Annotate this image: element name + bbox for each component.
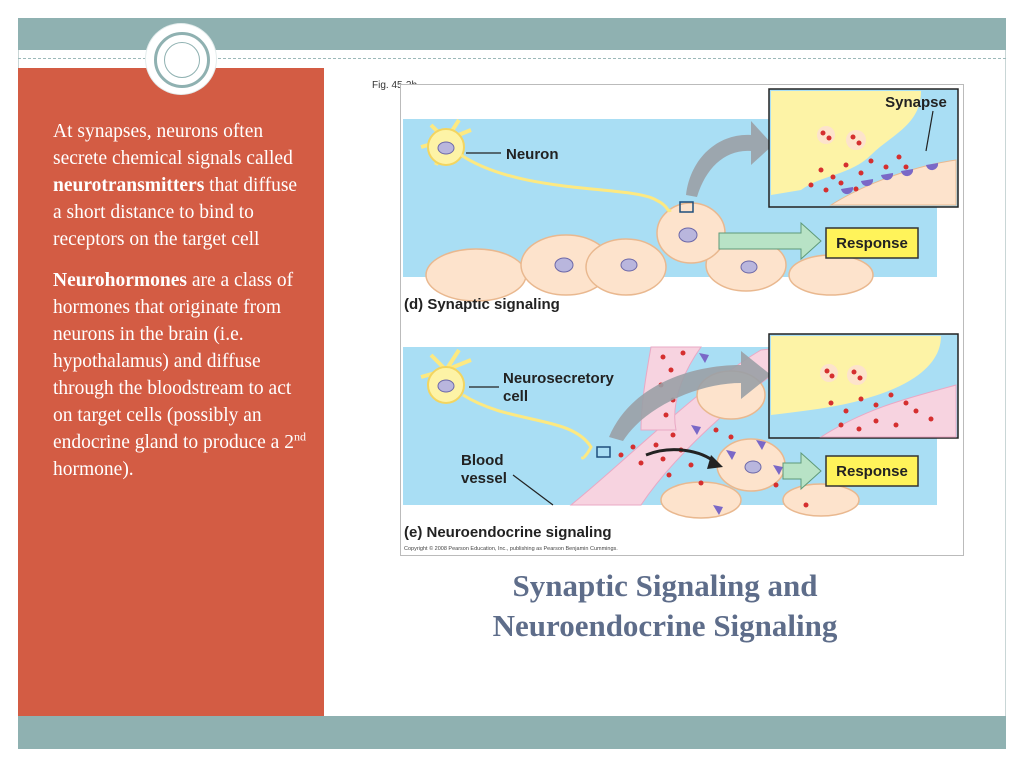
neurohormones-term: Neurohormones xyxy=(53,270,187,291)
title-line-1: Synaptic Signaling and xyxy=(512,568,818,603)
panel-e-receptors xyxy=(691,353,783,515)
p1-text: At synapses, neurons often secrete chemi… xyxy=(53,121,293,169)
neuron-label: Neuron xyxy=(506,146,559,163)
left-text-panel xyxy=(18,68,324,716)
signaling-diagram: Neuron Response Synapse xyxy=(403,88,959,552)
p1-text-end: that diffuse a short distance to bind to… xyxy=(53,175,298,250)
body-text: At synapses, neurons often secrete chemi… xyxy=(53,118,308,497)
figure-number: Fig. 45-2b xyxy=(372,80,418,91)
panel-d-zoom-arrow-icon xyxy=(686,121,773,197)
panel-e-zoom-box xyxy=(596,446,611,458)
dashed-divider xyxy=(18,58,1006,59)
neurosecretory-label-1: Neurosecretory xyxy=(503,370,615,387)
panel-e-neuron xyxy=(420,348,593,506)
paragraph-neurohormones: Neurohormones are a class of hormones th… xyxy=(53,267,308,483)
panel-d-neuron xyxy=(420,118,672,213)
slide-title: Synaptic Signaling and Neuroendocrine Si… xyxy=(400,566,930,646)
panel-d-response-label: Response xyxy=(836,235,908,252)
panel-e-hormone-dots xyxy=(618,350,809,508)
circle-inner-ring xyxy=(164,42,200,78)
neurotransmitters-term: neurotransmitters xyxy=(53,175,205,196)
neurosecretory-label-2: cell xyxy=(503,388,528,405)
panel-e-caption: (e) Neuroendocrine signaling xyxy=(404,524,612,541)
panel-d-response-arrow-icon xyxy=(718,221,822,261)
blood-label-2: vessel xyxy=(461,470,507,487)
panel-e-response-box xyxy=(825,455,919,487)
copyright-notice: Copyright © 2008 Pearson Education, Inc.… xyxy=(404,545,618,552)
circle-ring xyxy=(154,32,210,88)
p2-text: are a class of hormones that originate f… xyxy=(53,270,294,453)
superscript-nd: nd xyxy=(293,429,306,444)
paragraph-synapses: At synapses, neurons often secrete chemi… xyxy=(53,118,308,253)
panel-e-target-nucleus xyxy=(744,460,762,474)
title-line-2: Neuroendocrine Signaling xyxy=(492,608,838,643)
panel-d-response-box xyxy=(825,227,919,259)
decorative-circle-icon xyxy=(146,24,216,94)
panel-d-zoom-box xyxy=(679,201,694,213)
panel-e-response-arrow-icon xyxy=(782,451,822,491)
synapse-label: Synapse xyxy=(885,94,947,111)
panel-e-neurohormone-inset xyxy=(768,333,959,439)
panel-e-response-label: Response xyxy=(836,463,908,480)
blood-label-1: Blood xyxy=(461,452,504,469)
panel-d-synapse-inset xyxy=(768,88,959,208)
bottom-band xyxy=(18,716,1006,749)
panel-d-caption: (d) Synaptic signaling xyxy=(404,296,560,313)
p2-text-end: hormone). xyxy=(53,459,134,480)
figure-diagram: Neuron Response Synapse xyxy=(400,84,964,556)
panel-d-tissue-cells xyxy=(425,202,874,302)
panel-e-arrowhead-icon xyxy=(707,455,723,469)
panel-e-zoom-arrow-icon xyxy=(609,351,771,441)
panel-d-nuclei xyxy=(554,227,758,274)
